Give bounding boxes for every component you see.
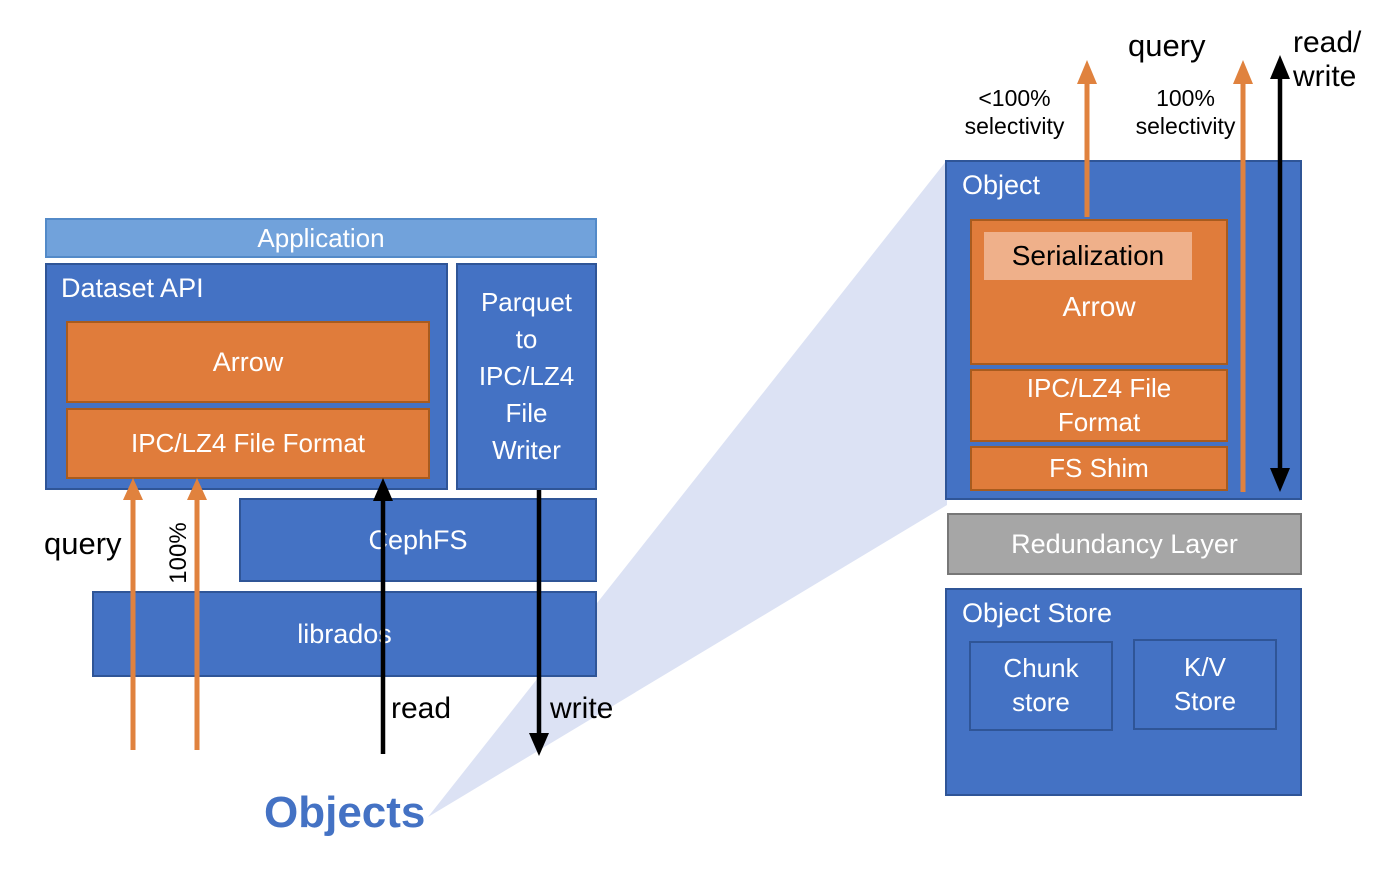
ipc-lz4-box-right: IPC/LZ4 File Format [970, 369, 1228, 442]
arrow-box-left: Arrow [66, 321, 430, 403]
chunk-store-box: Chunk store [969, 641, 1113, 731]
dataset-api-label: Dataset API [61, 273, 204, 303]
redundancy-layer-label: Redundancy Layer [1011, 528, 1238, 559]
object-store-label: Object Store [962, 598, 1113, 628]
fs-shim-label: FS Shim [1049, 453, 1149, 483]
fs-shim-box: FS Shim [970, 446, 1228, 491]
application-label: Application [257, 222, 385, 253]
application-box: Application [45, 218, 597, 258]
lt100-selectivity-label: <100% selectivity [964, 85, 1065, 140]
serialization-label: Serialization [1011, 240, 1165, 271]
ipc-lz4-label-right: IPC/LZ4 File Format [1026, 372, 1172, 437]
arrow-box-right: Serialization Arrow [970, 219, 1228, 365]
parquet-writer-label: Parquet to IPC/LZ4 File Writer [478, 287, 575, 465]
serialization-box: Serialization [984, 232, 1192, 280]
eq100-selectivity-label: 100% selectivity [1135, 85, 1236, 140]
object-label: Object [962, 170, 1041, 200]
query-label-right: query [1128, 28, 1206, 63]
cephfs-label: CephFS [368, 524, 468, 555]
kv-store-box: K/V Store [1133, 639, 1277, 730]
object-store-box: Object Store Chunk store K/V Store [945, 588, 1302, 796]
librados-box: librados [92, 591, 597, 677]
ipc-lz4-label-left: IPC/LZ4 File Format [130, 428, 366, 458]
chunk-store-label: Chunk store [1003, 653, 1079, 717]
redundancy-layer-box: Redundancy Layer [947, 513, 1302, 575]
dataset-api-box: Dataset API Arrow IPC/LZ4 File Format [45, 263, 448, 490]
objects-label: Objects [264, 788, 426, 837]
pct100-label-left: 100% [165, 522, 192, 584]
parquet-writer-box: Parquet to IPC/LZ4 File Writer [456, 263, 597, 490]
arrow-label-left: Arrow [212, 346, 284, 377]
arrow-label-right: Arrow [1062, 291, 1136, 322]
read-write-label: read/ write [1293, 26, 1362, 93]
query-label-left: query [44, 526, 122, 561]
read-label: read [391, 692, 452, 725]
kv-store-label: K/V Store [1173, 651, 1237, 716]
object-box: Object Serialization Arrow IPC/LZ4 File … [945, 160, 1302, 500]
cephfs-box: CephFS [239, 498, 597, 582]
write-label: write [550, 692, 614, 725]
ipc-lz4-box-left: IPC/LZ4 File Format [66, 408, 430, 479]
librados-label: librados [297, 618, 392, 649]
